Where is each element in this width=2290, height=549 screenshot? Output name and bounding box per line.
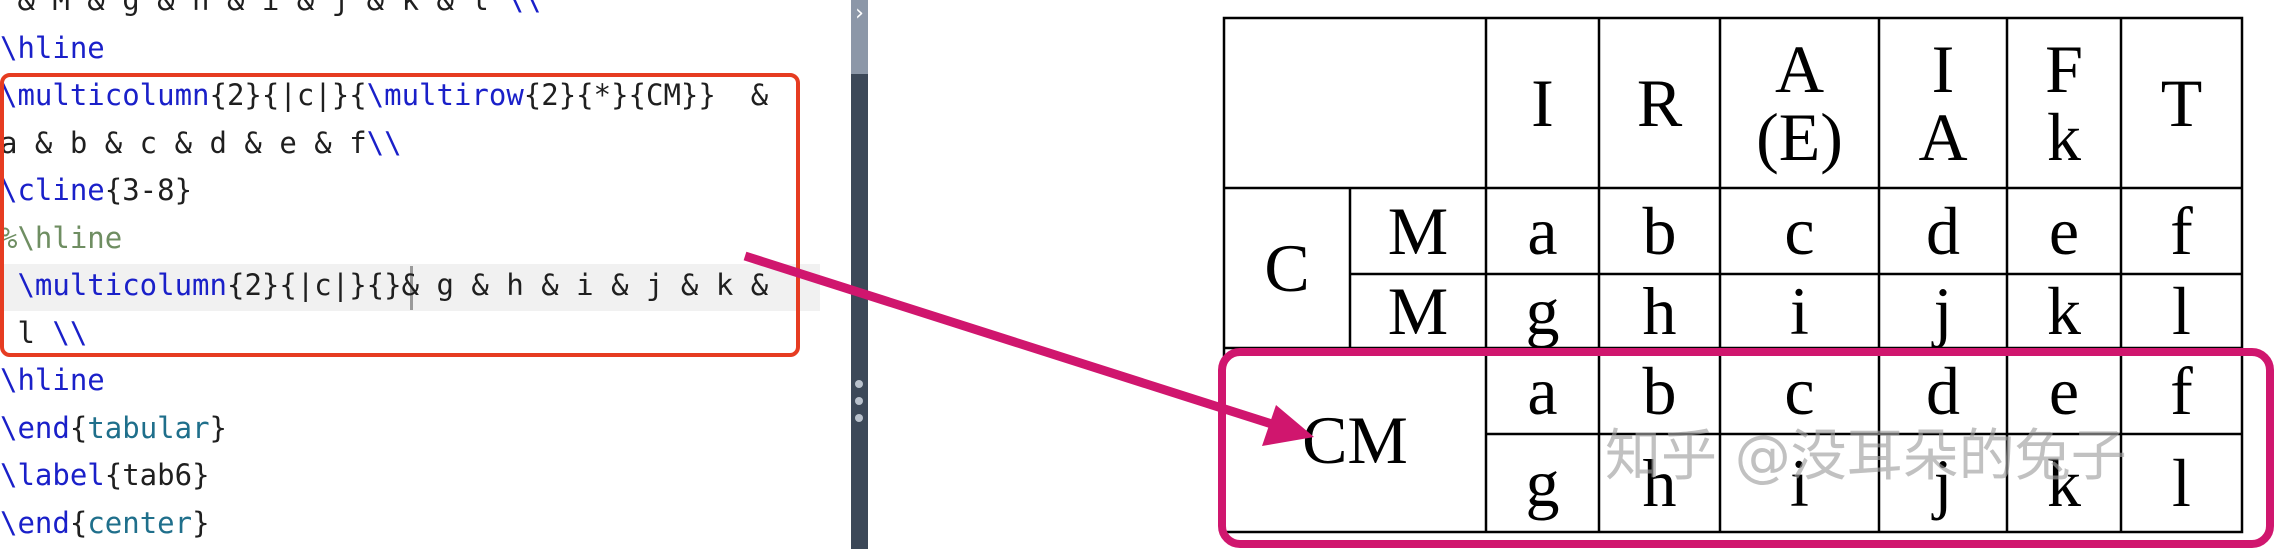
table-cell: c [1784, 353, 1815, 429]
header-cell: R [1636, 65, 1683, 141]
row-label: M [1387, 273, 1449, 349]
code-line: & M & g & h & i & j & k & l \\ [0, 0, 542, 17]
code-line: \multicolumn{2}{|c|}{\multirow{2}{*}{CM}… [0, 78, 769, 112]
annotation-arrow [743, 251, 1280, 431]
header-cell: T [2160, 65, 2203, 141]
result-highlight-box [1218, 348, 2274, 548]
table-cell: a [1527, 193, 1558, 269]
table-cell: f [2170, 353, 2193, 429]
code-line: \hline [0, 30, 105, 65]
group-label: C [1264, 230, 1310, 306]
code-line: \end{tabular} [0, 410, 227, 445]
table-cell: h [1642, 445, 1677, 521]
table-cell: l [2172, 273, 2191, 349]
grip-dot-icon [855, 380, 863, 388]
pane-splitter[interactable] [851, 0, 868, 549]
watermark: 知乎 @没耳朵的兔子 [1605, 424, 2127, 489]
code-editor[interactable]: & M & g & h & i & j & k & l \\ \hline \mul… [0, 0, 825, 549]
code-line: \label{tab6} [0, 458, 210, 492]
table-cell: c [1784, 193, 1815, 269]
table-cell: e [2048, 193, 2080, 269]
table-cell: h [1642, 273, 1677, 349]
code-line: \multicolumn{2}{|c|}{}& g & h & i & j & … [0, 268, 769, 302]
arrow-head-icon [1262, 405, 1314, 446]
table-cell: d [1926, 353, 1960, 429]
table-cell: j [1933, 273, 1953, 349]
table-cell: k [2047, 445, 2081, 521]
code-line: a & b & c & d & e & f\\ [0, 125, 402, 160]
table-cell: b [1642, 353, 1677, 429]
code-line: \cline{3-8} [0, 173, 193, 207]
table-cell: d [1926, 193, 1960, 269]
table-cell: g [1525, 445, 1560, 521]
chevron-right-icon[interactable]: › [855, 1, 864, 26]
table-cell: i [1790, 273, 1809, 349]
code-line: \hline [0, 363, 105, 397]
table-cell: b [1642, 193, 1677, 269]
header-cell: A (E) [1756, 31, 1843, 175]
table-cell: g [1525, 273, 1560, 349]
table-cell: f [2170, 193, 2193, 269]
text-cursor [410, 266, 413, 310]
table-cell: j [1933, 445, 1953, 521]
header-cell: I [1531, 65, 1554, 141]
code-line: %\hline [0, 220, 123, 255]
table-cell: k [2047, 273, 2081, 349]
table-cell: l [2172, 445, 2191, 521]
code-line: \end{center} [0, 505, 210, 540]
code-line: l \\ [0, 315, 88, 350]
table-cell: a [1527, 353, 1558, 429]
highlight-box [0, 73, 800, 357]
header-cell: I A [1918, 31, 1968, 175]
grip-dot-icon [855, 414, 863, 422]
splitter-top-handle[interactable] [851, 0, 868, 74]
table-cell: e [2048, 353, 2080, 429]
table-cell: i [1790, 445, 1809, 521]
grip-dot-icon [855, 397, 863, 405]
group-label: CM [1302, 402, 1408, 478]
header-cell: F k [2045, 31, 2083, 175]
row-label: M [1387, 193, 1449, 269]
